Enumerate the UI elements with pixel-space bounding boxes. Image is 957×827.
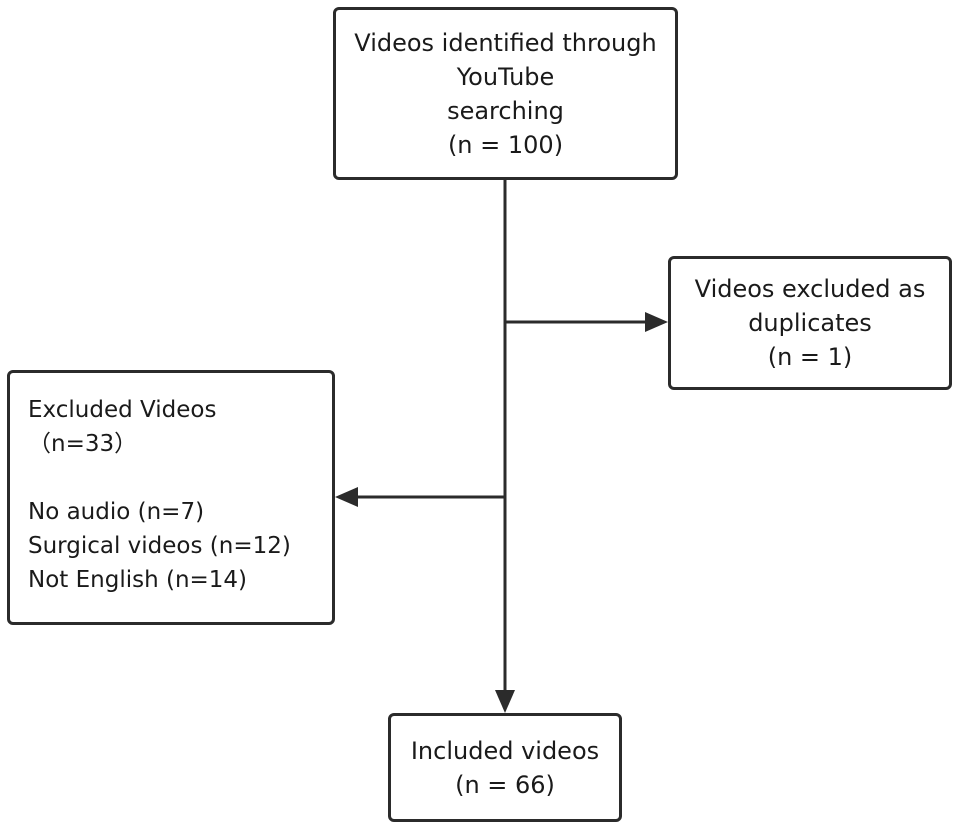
arrow-to-included xyxy=(495,690,515,713)
included-videos-box: Included videos (n = 66) xyxy=(388,713,622,822)
duplicates-line-1: Videos excluded as xyxy=(694,275,926,303)
excluded-spacer xyxy=(28,461,332,495)
excluded-videos-box: Excluded Videos （n=33） No audio (n=7) Su… xyxy=(7,370,335,625)
identified-line-3: searching xyxy=(447,96,564,125)
excluded-reason-surgical: Surgical videos (n=12) xyxy=(28,533,291,559)
duplicates-count: (n = 1) xyxy=(767,343,853,371)
excluded-title: Excluded Videos xyxy=(28,397,217,423)
included-line-1: Included videos xyxy=(410,736,600,765)
duplicates-line-2: duplicates xyxy=(748,309,872,337)
identified-line-2: YouTube xyxy=(456,62,555,91)
identified-line-1: Videos identified through xyxy=(354,28,657,57)
identified-count: (n = 100) xyxy=(447,130,564,159)
arrow-to-excluded xyxy=(335,487,358,507)
identified-videos-box: Videos identified through YouTube search… xyxy=(333,7,678,180)
included-count: (n = 66) xyxy=(455,770,555,799)
excluded-count: （n=33） xyxy=(28,431,138,457)
duplicates-excluded-box: Videos excluded as duplicates (n = 1) xyxy=(668,256,952,390)
excluded-reason-not-english: Not English (n=14) xyxy=(28,567,248,593)
excluded-reason-no-audio: No audio (n=7) xyxy=(28,499,205,525)
arrow-to-duplicates xyxy=(645,312,668,332)
